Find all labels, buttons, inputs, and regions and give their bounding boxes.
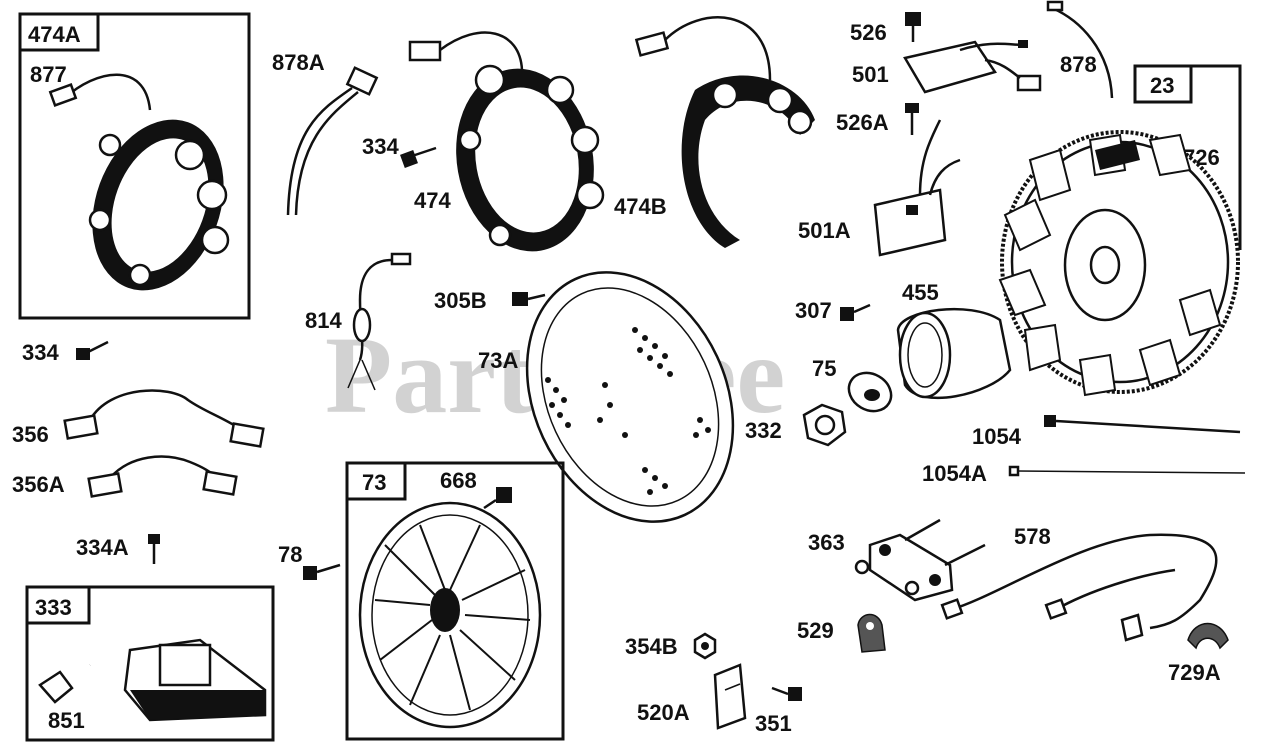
- part-334-label-left: 334: [22, 340, 59, 365]
- part-501-label: 501: [852, 62, 889, 87]
- bolt-icon[interactable]: [148, 534, 160, 564]
- stator-icon[interactable]: [634, 16, 815, 248]
- part-814-label: 814: [305, 308, 342, 333]
- nut-icon[interactable]: [693, 632, 717, 660]
- part-529-label: 529: [797, 618, 834, 643]
- part-851-label: 851: [48, 708, 85, 733]
- part-1054A-label: 1054A: [922, 461, 987, 486]
- part-526A-label: 526A: [836, 110, 889, 135]
- part-501A-label: 501A: [798, 218, 851, 243]
- bracket-icon[interactable]: [857, 613, 886, 653]
- part-305B-label: 305B: [434, 288, 487, 313]
- bolt-icon[interactable]: [905, 12, 921, 42]
- group-23-tag: [1133, 64, 1193, 104]
- part-363-label: 363: [808, 530, 845, 555]
- bolt-icon[interactable]: [400, 146, 437, 168]
- washer-icon[interactable]: [842, 365, 898, 418]
- bolt-icon[interactable]: [76, 340, 109, 360]
- bracket-icon[interactable]: [854, 518, 986, 602]
- group-474A-tag: [18, 12, 100, 52]
- bolt-icon[interactable]: [905, 103, 919, 135]
- group-23: 23 726: [998, 64, 1242, 397]
- part-878A-label: 878A: [272, 50, 325, 75]
- cable-tie-icon[interactable]: [1008, 465, 1246, 477]
- stator-wire: [64, 73, 152, 111]
- group-73-label: 73: [362, 470, 386, 495]
- part-578-label: 578: [1014, 524, 1051, 549]
- stator-icon[interactable]: [48, 73, 246, 309]
- stator-icon[interactable]: [408, 31, 608, 263]
- bolt-icon[interactable]: [303, 563, 341, 580]
- part-75-label: 75: [812, 356, 836, 381]
- group-474A-label: 474A: [28, 22, 81, 47]
- group-333-frame: [25, 585, 275, 742]
- part-73A-label: 73A: [478, 348, 518, 373]
- ignition-coil-icon[interactable]: [38, 597, 267, 722]
- group-333-tag: [25, 585, 91, 625]
- part-729A-label: 729A: [1168, 660, 1221, 685]
- fan-icon[interactable]: [488, 239, 772, 556]
- wire-harness-icon[interactable]: [63, 389, 265, 448]
- part-668-label: 668: [440, 468, 477, 493]
- part-877-label: 877: [30, 62, 67, 87]
- part-474-label: 474: [414, 188, 451, 213]
- wire-harness-icon[interactable]: [347, 252, 412, 391]
- bracket-icon[interactable]: [1187, 622, 1229, 650]
- part-307-label: 307: [795, 298, 832, 323]
- group-333: 333 851: [25, 585, 275, 742]
- part-520A-label: 520A: [637, 700, 690, 725]
- group-474A-frame: [18, 12, 251, 320]
- nut-icon[interactable]: [802, 403, 847, 447]
- part-356-label: 356: [12, 422, 49, 447]
- group-73-tag: [345, 461, 407, 501]
- wire-harness-icon[interactable]: [87, 455, 238, 498]
- wire-harness-icon[interactable]: [286, 66, 379, 216]
- part-332-label: 332: [745, 418, 782, 443]
- connector: [48, 83, 78, 107]
- regulator-icon[interactable]: [903, 40, 1042, 94]
- group-73: 73 668: [345, 461, 565, 741]
- flywheel-icon[interactable]: [998, 130, 1240, 397]
- part-455-label: 455: [902, 280, 939, 305]
- part-1054-label: 1054: [972, 424, 1022, 449]
- part-78-label: 78: [278, 542, 302, 567]
- group-333-label: 333: [35, 595, 72, 620]
- part-526-label: 526: [850, 20, 887, 45]
- part-474B-label: 474B: [614, 194, 667, 219]
- group-73-frame: [345, 461, 565, 741]
- part-354B-label: 354B: [625, 634, 678, 659]
- bolt-icon[interactable]: [771, 686, 802, 701]
- bolt-icon[interactable]: [840, 303, 871, 321]
- bolt-icon[interactable]: [512, 292, 546, 306]
- part-356A-label: 356A: [12, 472, 65, 497]
- bracket-icon[interactable]: [713, 663, 747, 730]
- wire-harness-icon[interactable]: [940, 533, 1218, 642]
- rectifier-icon[interactable]: [873, 119, 961, 257]
- wire-harness-icon[interactable]: [1046, 0, 1114, 99]
- group-23-label: 23: [1150, 73, 1174, 98]
- bolt-icon[interactable]: [483, 487, 512, 510]
- fan-icon[interactable]: [358, 501, 542, 729]
- part-878-label: 878: [1060, 52, 1097, 77]
- part-334-label-top: 334: [362, 134, 399, 159]
- cable-tie-icon[interactable]: [1044, 415, 1241, 434]
- group-474A: 474A 877: [18, 12, 251, 320]
- cup-icon[interactable]: [896, 307, 1012, 400]
- part-351-label: 351: [755, 711, 792, 736]
- part-334A-label: 334A: [76, 535, 129, 560]
